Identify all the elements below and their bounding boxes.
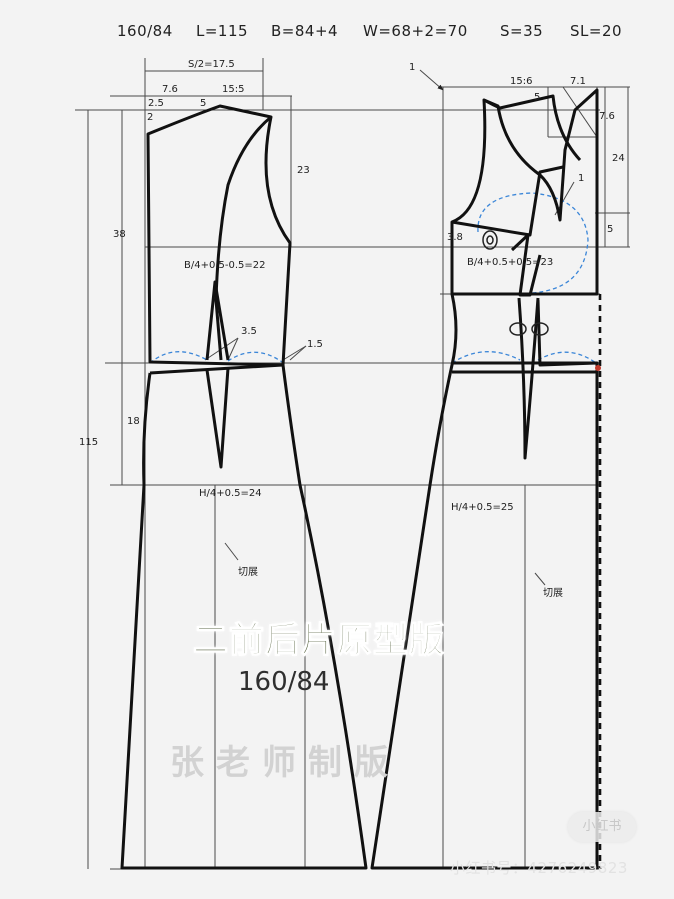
- platform-account-id: 小红书号：4276249823: [450, 859, 628, 877]
- dim-shoulder-half: S/2=17.5: [188, 59, 235, 70]
- dim-15-6: 15:6: [510, 76, 533, 87]
- back-neck-curve: [483, 94, 582, 162]
- dim-2-5: 2.5: [148, 98, 164, 109]
- length-label: L=115: [196, 22, 249, 40]
- dim-7-6-left: 7.6: [162, 84, 178, 95]
- dim-5-back: 5: [534, 92, 541, 103]
- author-watermark: 张老师制版: [170, 743, 400, 783]
- notch-markers: [482, 230, 549, 336]
- red-marker-dot: [595, 365, 601, 371]
- cut-label-back: 切展: [543, 588, 563, 599]
- front-neck-curve: [214, 115, 272, 361]
- back-waist-dart: [517, 297, 540, 460]
- dim-1-top: 1: [409, 62, 416, 73]
- dim-2: 2: [147, 112, 154, 123]
- dim-hip-back: H/4+0.5=25: [451, 502, 514, 513]
- size-label: 160/84: [117, 22, 173, 40]
- waist-label: W=68+2=70: [363, 22, 468, 40]
- back-armhole: [451, 165, 564, 237]
- dim-15-5: 15:5: [222, 84, 245, 95]
- pattern-subtitle: 160/84: [238, 667, 330, 697]
- dim-115: 115: [79, 437, 99, 448]
- dim-3-8: 3.8: [447, 232, 463, 243]
- dim-24: 24: [612, 153, 625, 164]
- dim-1-right: 1: [578, 173, 585, 184]
- dim-18: 18: [127, 416, 140, 427]
- dim-1-5: 1.5: [307, 339, 323, 350]
- back-bust-dart: [510, 233, 542, 297]
- dim-23: 23: [297, 165, 310, 176]
- dim-bust-back: B/4+0.5+0.5=23: [467, 257, 554, 268]
- back-skirt-outline: [370, 293, 599, 870]
- dim-7-1: 7.1: [570, 76, 586, 87]
- front-dart-bodice: [205, 280, 230, 361]
- sleeve-label: SL=20: [570, 22, 623, 40]
- dashed-guides: [149, 192, 602, 869]
- cut-label-front: 切展: [238, 567, 258, 578]
- front-bodice-outline: [146, 104, 292, 367]
- front-skirt-outline: [120, 363, 368, 870]
- pattern-title: 二前后片原型版: [192, 620, 446, 661]
- dim-hip-front: H/4+0.5=24: [199, 488, 262, 499]
- dim-5-left: 5: [200, 98, 207, 109]
- dim-3-5: 3.5: [241, 326, 257, 337]
- dim-7-6-right: 7.6: [599, 111, 615, 122]
- platform-badge: 小红书: [568, 812, 636, 842]
- front-skirt-dart: [205, 367, 230, 469]
- pattern-outlines: [120, 88, 599, 870]
- dim-bust-front: B/4+0.5-0.5=22: [184, 260, 266, 271]
- bust-label: B=84+4: [271, 22, 339, 40]
- back-bodice-outline: [450, 88, 599, 296]
- dim-5-right: 5: [607, 224, 614, 235]
- dim-38: 38: [113, 229, 126, 240]
- shoulder-label: S=35: [500, 22, 544, 40]
